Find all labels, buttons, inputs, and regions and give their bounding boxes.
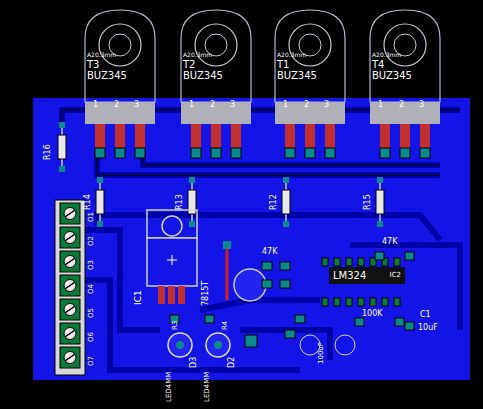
pin-number: 2 (210, 101, 215, 109)
led-symbols (168, 333, 230, 357)
pin-number: 2 (114, 101, 119, 109)
part-name: D3 (190, 357, 198, 368)
regulator-ic1 (147, 210, 197, 304)
part-value: LED4MM (204, 372, 211, 402)
part-name: R4 (222, 321, 229, 330)
part-name: R16 (44, 144, 52, 160)
part-text: BUZ345 (87, 70, 153, 81)
part-name: IC1 (134, 290, 143, 305)
resistor-r14 (96, 177, 104, 227)
capacitor-symbol (300, 335, 320, 355)
part-name: C1 (420, 311, 431, 319)
pin-number: 1 (283, 101, 288, 109)
part-value: 100uF (318, 342, 325, 364)
part-text: A20.3mm (87, 52, 153, 59)
smd-parts (170, 252, 414, 347)
part-text: T2 (183, 59, 249, 70)
resistor-r13 (188, 177, 196, 227)
transistor-label: A20.3mmT1BUZ345 (277, 52, 343, 81)
part-name: R3 (172, 321, 179, 330)
ic-package: LM324 IC2 (329, 267, 405, 284)
part-value: 7815T (202, 281, 210, 306)
part-text: BUZ345 (183, 70, 249, 81)
part-value: LED4MM (166, 372, 173, 402)
part-value: 47K (262, 248, 277, 256)
pin-number: 2 (304, 101, 309, 109)
part-value: 10uF (418, 324, 438, 332)
part-name: D2 (228, 357, 236, 368)
transistor-t3 (85, 10, 155, 158)
pin-number: 3 (230, 101, 235, 109)
transistor-t2 (181, 10, 251, 158)
capacitor-symbol (335, 335, 355, 355)
terminal-label: O4 (88, 284, 95, 294)
part-value: 47K (382, 238, 397, 246)
part-text: T3 (87, 59, 153, 70)
pin-number: 1 (378, 101, 383, 109)
resistor-r15 (376, 177, 384, 227)
capacitor-symbol (234, 269, 266, 301)
terminal-label: O7 (88, 356, 95, 366)
part-text: T4 (372, 59, 438, 70)
part-text: T1 (277, 59, 343, 70)
transistor-label: A20.3mmT2BUZ345 (183, 52, 249, 81)
terminal-label: O1 (88, 212, 95, 222)
resistor-r16 (58, 122, 66, 172)
pin-number: 1 (189, 101, 194, 109)
part-name: R13 (176, 194, 184, 210)
pin-number: 3 (134, 101, 139, 109)
jumper-wire (226, 245, 229, 300)
terminal-label: O6 (88, 332, 95, 342)
transistor-t4 (370, 10, 440, 158)
part-text: LM324 (333, 270, 366, 281)
part-name: R14 (84, 194, 92, 210)
part-value: 100K (362, 310, 383, 318)
part-text: BUZ345 (372, 70, 438, 81)
part-name: R15 (364, 194, 372, 210)
transistor-t1 (275, 10, 345, 158)
part-text: A20.3mm (183, 52, 249, 59)
pin-number: 3 (324, 101, 329, 109)
resistor-r12 (282, 177, 290, 227)
pin-number: 1 (93, 101, 98, 109)
pin-number: 3 (419, 101, 424, 109)
screw-terminals (60, 203, 80, 368)
part-text: BUZ345 (277, 70, 343, 81)
part-name: R12 (270, 194, 278, 210)
pin-number: 2 (399, 101, 404, 109)
part-text: A20.3mm (277, 52, 343, 59)
terminal-label: O5 (88, 308, 95, 318)
transistor-label: A20.3mmT3BUZ345 (87, 52, 153, 81)
terminal-label: O2 (88, 236, 95, 246)
pad (223, 241, 231, 249)
terminal-label: O3 (88, 260, 95, 270)
terminal-block (55, 200, 85, 375)
part-text: IC2 (390, 272, 401, 280)
part-text: A20.3mm (372, 52, 438, 59)
transistor-label: A20.3mmT4BUZ345 (372, 52, 438, 81)
